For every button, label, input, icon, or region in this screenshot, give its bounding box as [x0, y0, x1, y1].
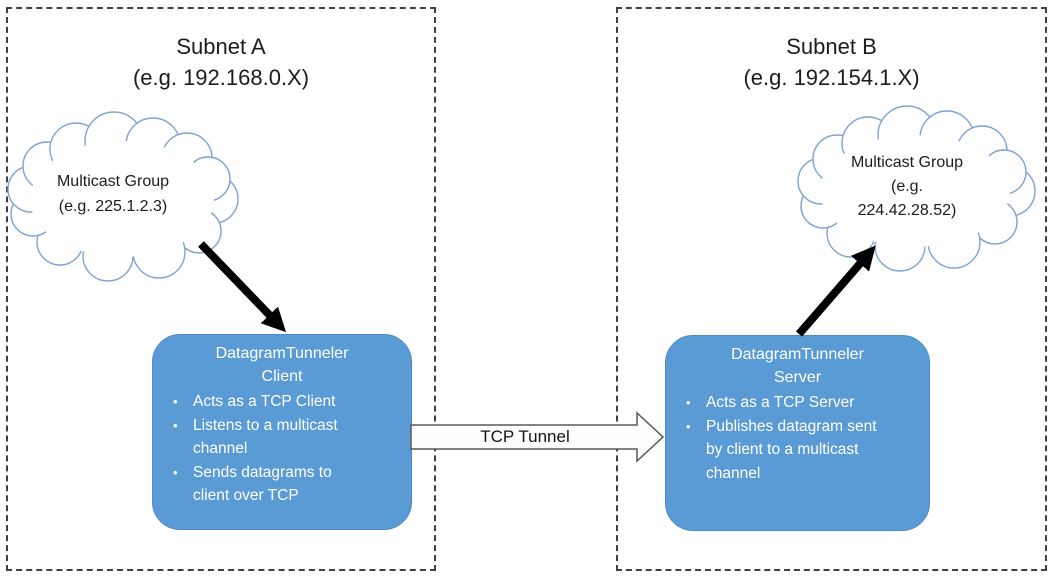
client-node-bullets: • Acts as a TCP Client • Listens to a mu… [153, 388, 411, 508]
bullet-item: • Sends datagrams to client over TCP [173, 461, 401, 508]
subnet-b-example-ip: (e.g. 192.154.1.X) [743, 65, 920, 90]
bullet-dot: • [173, 417, 178, 433]
bullet-dot: • [173, 394, 178, 409]
tcp-tunnel-label: TCP Tunnel [480, 427, 570, 446]
bullet-dot: • [686, 418, 691, 434]
subnet-a-title: Subnet A (e.g. 192.168.0.X) [8, 31, 434, 93]
datagram-tunneler-client-node: DatagramTunneler Client • Acts as a TCP … [152, 334, 412, 530]
server-node-title-line1: DatagramTunneler [731, 346, 864, 363]
bullet-text: Acts as a TCP Server [706, 394, 855, 411]
bullet-text: Listens to a multicast channel [193, 416, 338, 458]
bullet-item: • Acts as a TCP Client [173, 390, 401, 414]
subnet-b-boundary: Subnet B (e.g. 192.154.1.X) [616, 7, 1047, 571]
bullet-item: • Acts as a TCP Server [686, 391, 919, 415]
subnet-a-name: Subnet A [176, 34, 266, 59]
bullet-text: Sends datagrams to client over TCP [193, 463, 332, 505]
bullet-item: • Listens to a multicast channel [173, 414, 401, 461]
client-node-title-line1: DatagramTunneler [215, 345, 349, 362]
client-node-title: DatagramTunneler Client [153, 335, 411, 388]
bullet-dot: • [686, 395, 691, 410]
subnet-b-title: Subnet B (e.g. 192.154.1.X) [618, 31, 1045, 93]
bullet-dot: • [173, 464, 178, 480]
multicast-group-b-label: Multicast Group (e.g. 224.42.28.52) [850, 154, 964, 219]
datagram-tunneler-server-node: DatagramTunneler Server • Acts as a TCP … [665, 335, 930, 531]
server-node-title-line2: Server [773, 369, 822, 386]
bullet-text: Publishes datagram sent by client to a m… [706, 417, 877, 482]
multicast-group-a-label: Multicast Group (e.g. 225.1.2.3) [56, 173, 170, 215]
server-node-bullets: • Acts as a TCP Server • Publishes datag… [666, 389, 929, 485]
server-node-title: DatagramTunneler Server [666, 336, 929, 389]
client-node-title-line2: Client [261, 368, 303, 385]
bullet-text: Acts as a TCP Client [193, 393, 336, 410]
subnet-a-boundary: Subnet A (e.g. 192.168.0.X) [6, 7, 436, 571]
subnet-a-example-ip: (e.g. 192.168.0.X) [132, 65, 310, 90]
bullet-item: • Publishes datagram sent by client to a… [686, 415, 919, 486]
subnet-b-name: Subnet B [786, 34, 877, 59]
